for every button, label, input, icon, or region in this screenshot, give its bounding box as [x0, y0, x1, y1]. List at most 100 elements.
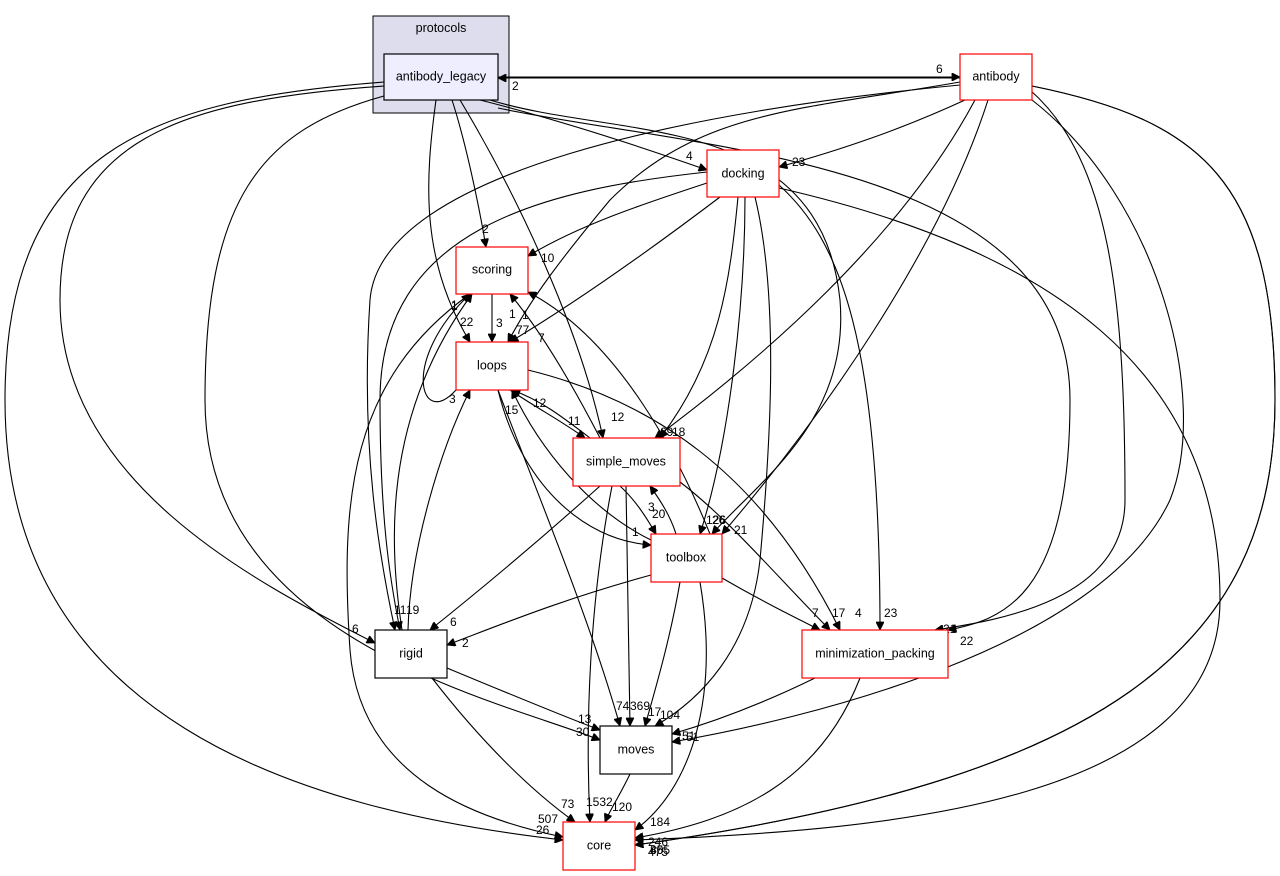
edge-label[interactable]: 10 — [541, 251, 555, 265]
edge-label[interactable]: 184 — [650, 815, 670, 829]
edge-antibody-legacy-to-moves — [204, 95, 600, 740]
edge-label[interactable]: 22 — [460, 315, 474, 329]
edge-label[interactable]: 6 — [936, 62, 943, 76]
edges-layer — [4, 77, 1276, 845]
edge-label[interactable]: 1 — [509, 307, 516, 321]
edge-antibody-to-core — [635, 85, 1276, 845]
node-box — [374, 629, 448, 679]
edge-label[interactable]: 1532 — [586, 795, 613, 809]
edge-antibody-to-toolbox — [722, 99, 989, 534]
node-label: loops — [477, 358, 507, 372]
edge-toolbox-to-moves — [645, 581, 681, 726]
edge-toolbox-to-simple-moves — [650, 486, 677, 535]
edge-label[interactable]: 6 — [352, 622, 359, 636]
node-loops[interactable]: loops — [455, 341, 529, 391]
node-minimization-packing[interactable]: minimization_packing — [801, 629, 949, 679]
edge-label[interactable]: 22 — [960, 634, 974, 648]
edge-label[interactable]: 120 — [612, 800, 632, 814]
edge-simple-moves-to-toolbox — [619, 485, 657, 534]
edge-antibody-legacy-to-scoring — [451, 99, 486, 247]
edge-label[interactable]: 126 — [706, 513, 726, 527]
edge-label[interactable]: 20 — [652, 507, 666, 521]
edge-label[interactable]: 73 — [561, 797, 575, 811]
edge-label[interactable]: 369 — [630, 699, 650, 713]
edge-label[interactable]: 6 — [450, 615, 457, 629]
node-simple-moves[interactable]: simple_moves — [572, 437, 681, 487]
edge-simple-moves-to-rigid — [430, 485, 601, 630]
edge-label[interactable]: 104 — [660, 708, 680, 722]
edge-label[interactable]: 3 — [648, 500, 655, 514]
node-label: rigid — [399, 646, 423, 660]
node-box — [383, 53, 499, 101]
edge-docking-to-minimization-packing — [778, 184, 880, 630]
node-box — [706, 149, 780, 198]
node-core[interactable]: core — [562, 821, 636, 871]
node-label: core — [587, 838, 611, 852]
node-box — [599, 725, 673, 775]
edge-docking-to-loops — [510, 196, 721, 343]
edge-label[interactable]: 7 — [538, 331, 545, 345]
edge-docking-to-simple-moves — [660, 196, 739, 438]
node-scoring[interactable]: scoring — [455, 246, 529, 295]
edge-label[interactable]: 12 — [533, 396, 547, 410]
edge-label[interactable]: 23 — [884, 606, 898, 620]
edge-rigid-to-moves — [446, 667, 600, 730]
edge-label[interactable]: 30 — [576, 725, 590, 739]
edge-label[interactable]: 51 — [682, 729, 696, 743]
node-antibody[interactable]: antibody — [959, 53, 1033, 101]
node-label: docking — [721, 166, 764, 180]
edge-label[interactable]: 26 — [712, 513, 726, 527]
edge-label[interactable]: 13 — [578, 712, 592, 726]
edge-label[interactable]: 11 — [394, 603, 407, 617]
node-label: antibody_legacy — [396, 69, 487, 83]
edge-label[interactable]: 18 — [672, 425, 686, 439]
edge-label[interactable]: 11 — [568, 414, 581, 428]
cluster-label: protocols — [416, 21, 467, 35]
edge-label[interactable]: 12 — [611, 410, 625, 424]
edge-label[interactable]: 21 — [734, 523, 748, 537]
edge-minimization-packing-to-core — [635, 677, 861, 838]
edge-label[interactable]: 1 — [632, 525, 639, 539]
edge-label[interactable]: 4 — [686, 149, 693, 163]
edge-antibody-legacy-to-rigid — [59, 85, 385, 644]
edge-label[interactable]: 19 — [406, 603, 420, 617]
edge-label[interactable]: 17 — [648, 705, 662, 719]
edge-loops-to-minimization-packing — [527, 369, 841, 630]
node-toolbox[interactable]: toolbox — [650, 533, 723, 583]
edge-label[interactable]: 246 — [648, 835, 668, 849]
node-label: scoring — [472, 262, 512, 276]
edge-label[interactable]: 2 — [482, 222, 489, 236]
edge-label[interactable]: 51 — [686, 730, 700, 744]
edge-label[interactable]: 4 — [855, 606, 862, 620]
edge-label[interactable]: 2 — [512, 79, 519, 93]
edge-toolbox-to-loops — [512, 390, 652, 541]
edge-label[interactable]: 455 — [650, 843, 670, 857]
edge-label[interactable]: 26 — [536, 823, 550, 837]
edge-label[interactable]: 475 — [648, 845, 668, 859]
edge-moves-to-core — [605, 773, 631, 822]
edge-labels-layer: 2642221226622302623771821112151455107691… — [352, 62, 974, 859]
node-antibody-legacy[interactable]: antibody_legacy — [383, 53, 499, 101]
node-moves[interactable]: moves — [599, 725, 673, 775]
node-rigid[interactable]: rigid — [374, 629, 448, 679]
edge-label[interactable]: 77 — [516, 323, 530, 337]
edge-label[interactable]: 3 — [496, 316, 503, 330]
edge-label[interactable]: 23 — [792, 155, 806, 169]
edge-antibody-legacy-to-docking — [479, 99, 707, 170]
edge-label[interactable]: 1 — [451, 298, 458, 312]
edge-label[interactable]: 507 — [538, 812, 558, 826]
edge-label[interactable]: 7 — [812, 606, 819, 620]
edge-label[interactable]: 80 — [650, 843, 664, 857]
edge-toolbox-to-minimization-packing — [721, 577, 820, 631]
edge-toolbox-to-scoring — [528, 291, 711, 535]
edge-label[interactable]: 3 — [449, 392, 456, 406]
edge-label[interactable]: 1 — [522, 308, 529, 322]
edge-label[interactable]: 2 — [462, 636, 469, 650]
edge-label[interactable]: 1 — [451, 299, 458, 313]
node-docking[interactable]: docking — [706, 149, 780, 198]
edge-label[interactable]: 69 — [660, 425, 674, 439]
edge-label[interactable]: 74 — [616, 699, 630, 713]
edge-label[interactable]: 17 — [832, 606, 846, 620]
edge-label[interactable]: 15 — [505, 403, 519, 417]
edge-docking-to-toolbox — [700, 196, 746, 534]
